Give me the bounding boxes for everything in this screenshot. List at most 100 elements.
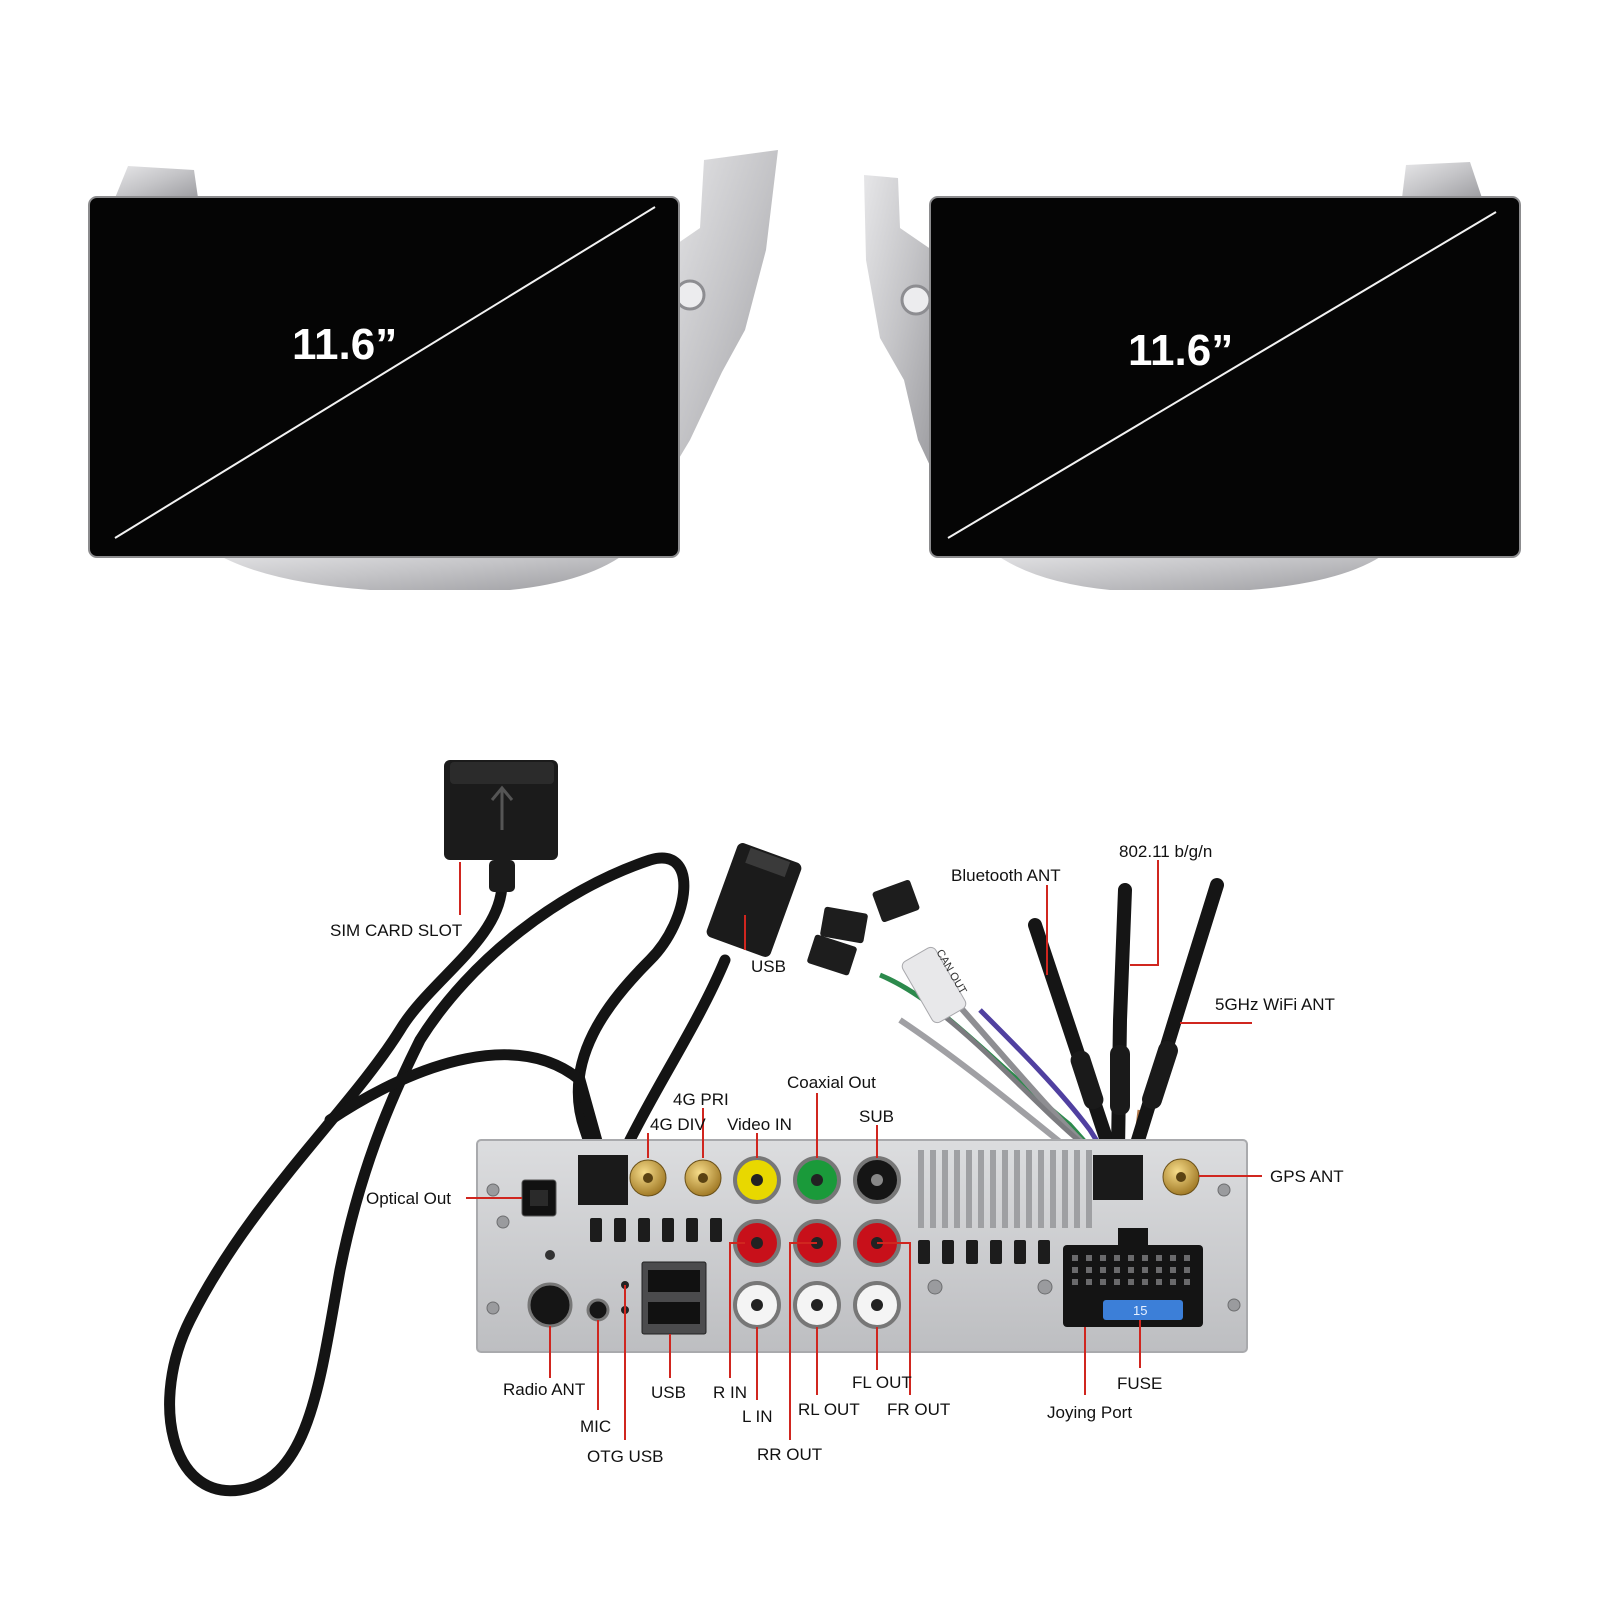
vent-slot xyxy=(918,1240,930,1264)
rca-video-in-pin xyxy=(751,1174,763,1186)
vent-slot xyxy=(966,1240,978,1264)
heat-sink-fin xyxy=(1062,1150,1068,1228)
usb-port-bottom xyxy=(648,1302,700,1324)
connector-pin xyxy=(1072,1279,1078,1285)
heat-sink-fin xyxy=(1050,1150,1056,1228)
connector-pin xyxy=(1156,1267,1162,1273)
connector-pin xyxy=(1170,1267,1176,1273)
usb-head-slot xyxy=(745,847,791,878)
sim-cable xyxy=(164,852,690,1497)
heat-sink-fin xyxy=(1014,1150,1020,1228)
vent-slot xyxy=(590,1218,602,1242)
connector-pin xyxy=(1072,1267,1078,1273)
screw-1 xyxy=(486,1183,500,1197)
usb-port-top xyxy=(648,1270,700,1292)
connector-pin xyxy=(1142,1267,1148,1273)
heat-sink-fins xyxy=(918,1150,1092,1228)
left-bezel-tab xyxy=(115,166,198,198)
wire-purple xyxy=(978,1008,1118,1172)
connector-pin xyxy=(1100,1279,1106,1285)
label-gps-ant: GPS ANT xyxy=(1270,1167,1344,1186)
antenna-sleeve-1 xyxy=(1070,1050,1104,1110)
vent-slot xyxy=(614,1218,626,1242)
label-joying-port: Joying Port xyxy=(1047,1403,1132,1422)
sim-cable-entry xyxy=(578,1155,628,1205)
connector-pin xyxy=(1114,1267,1120,1273)
callout-labels: SIM CARD SLOT USB Bluetooth ANT 802.11 b… xyxy=(330,842,1344,1466)
connector-pin xyxy=(1184,1255,1190,1261)
label-fuse: FUSE xyxy=(1117,1374,1162,1393)
label-radio-ant: Radio ANT xyxy=(503,1380,585,1399)
sim-card-connector xyxy=(444,760,558,892)
right-bezel-tab xyxy=(1402,162,1482,198)
can-out-tag xyxy=(901,946,967,1024)
right-bezel-bottom xyxy=(990,550,1390,590)
heat-sink-fin xyxy=(930,1150,936,1228)
connector-pin xyxy=(1170,1279,1176,1285)
right-bracket-hole xyxy=(900,284,932,316)
connector-pin xyxy=(1184,1279,1190,1285)
vent-slot xyxy=(686,1218,698,1242)
radio-ant-port xyxy=(527,1282,573,1328)
usb-cable xyxy=(609,954,731,1181)
connector-pin xyxy=(1086,1279,1092,1285)
joying-port-notch xyxy=(1118,1228,1148,1248)
rca-fl-out-pin xyxy=(871,1299,883,1311)
label-otg-usb: OTG USB xyxy=(587,1447,664,1466)
harness-entry xyxy=(1093,1155,1143,1200)
heat-sink-fin xyxy=(942,1150,948,1228)
sma-gps-pin xyxy=(1176,1172,1186,1182)
label-usb-cable: USB xyxy=(751,957,786,976)
cables xyxy=(164,852,1224,1497)
leader-r-in xyxy=(729,1242,745,1378)
plug-1 xyxy=(872,879,920,923)
right-screen-size-label: 11.6” xyxy=(1128,326,1233,375)
screw-6 xyxy=(1037,1279,1053,1295)
label-fr-out: FR OUT xyxy=(887,1400,950,1419)
heat-sink-fin xyxy=(966,1150,972,1228)
label-mic: MIC xyxy=(580,1417,611,1436)
label-optical-out: Optical Out xyxy=(366,1189,451,1208)
vent-slot xyxy=(1038,1240,1050,1264)
heat-sink-fin xyxy=(990,1150,996,1228)
plug-2 xyxy=(820,906,868,944)
leader-fr-out xyxy=(877,1242,911,1395)
connector-pin xyxy=(1100,1267,1106,1273)
label-sim-card-slot: SIM CARD SLOT xyxy=(330,921,462,940)
connector-pin xyxy=(1156,1279,1162,1285)
leader-rr-out xyxy=(789,1242,817,1440)
optical-out-inner xyxy=(530,1190,548,1206)
joying-port-pins xyxy=(1072,1255,1190,1285)
rca-r-in-pin xyxy=(751,1237,763,1249)
connector-pin xyxy=(1184,1267,1190,1273)
heat-sink-fin xyxy=(978,1150,984,1228)
right-bezel-bracket xyxy=(864,175,932,470)
connector-pin xyxy=(1142,1279,1148,1285)
connector-pin xyxy=(1114,1255,1120,1261)
left-bezel-bottom xyxy=(210,550,630,590)
rca-sub-pin xyxy=(871,1174,883,1186)
screw-3 xyxy=(486,1301,500,1315)
connector-pin xyxy=(1086,1255,1092,1261)
screw-7 xyxy=(927,1279,943,1295)
connector-pin xyxy=(1114,1279,1120,1285)
label-r-in: R IN xyxy=(713,1383,747,1402)
rca-l-in-pin xyxy=(751,1299,763,1311)
right-screen-diagonal xyxy=(947,211,1497,539)
label-rl-out: RL OUT xyxy=(798,1400,860,1419)
leader-wifi-80211 xyxy=(1130,860,1159,966)
screw-4 xyxy=(1217,1183,1231,1197)
connector-pin xyxy=(1170,1255,1176,1261)
rca-rr-out-pin xyxy=(811,1299,823,1311)
wire-plugs: CAN OUT xyxy=(807,879,969,1024)
heat-sink-fin xyxy=(918,1150,924,1228)
rca-coaxial-out-pin xyxy=(811,1174,823,1186)
label-l-in: L IN xyxy=(742,1407,773,1426)
right-screen xyxy=(929,196,1521,558)
left-screen-unit: 11.6” xyxy=(88,150,778,590)
wifi-5ghz-antenna xyxy=(1128,878,1224,1157)
label-sub: SUB xyxy=(859,1107,894,1126)
connector-pin xyxy=(1128,1267,1134,1273)
usb-cable-connector xyxy=(706,843,802,957)
